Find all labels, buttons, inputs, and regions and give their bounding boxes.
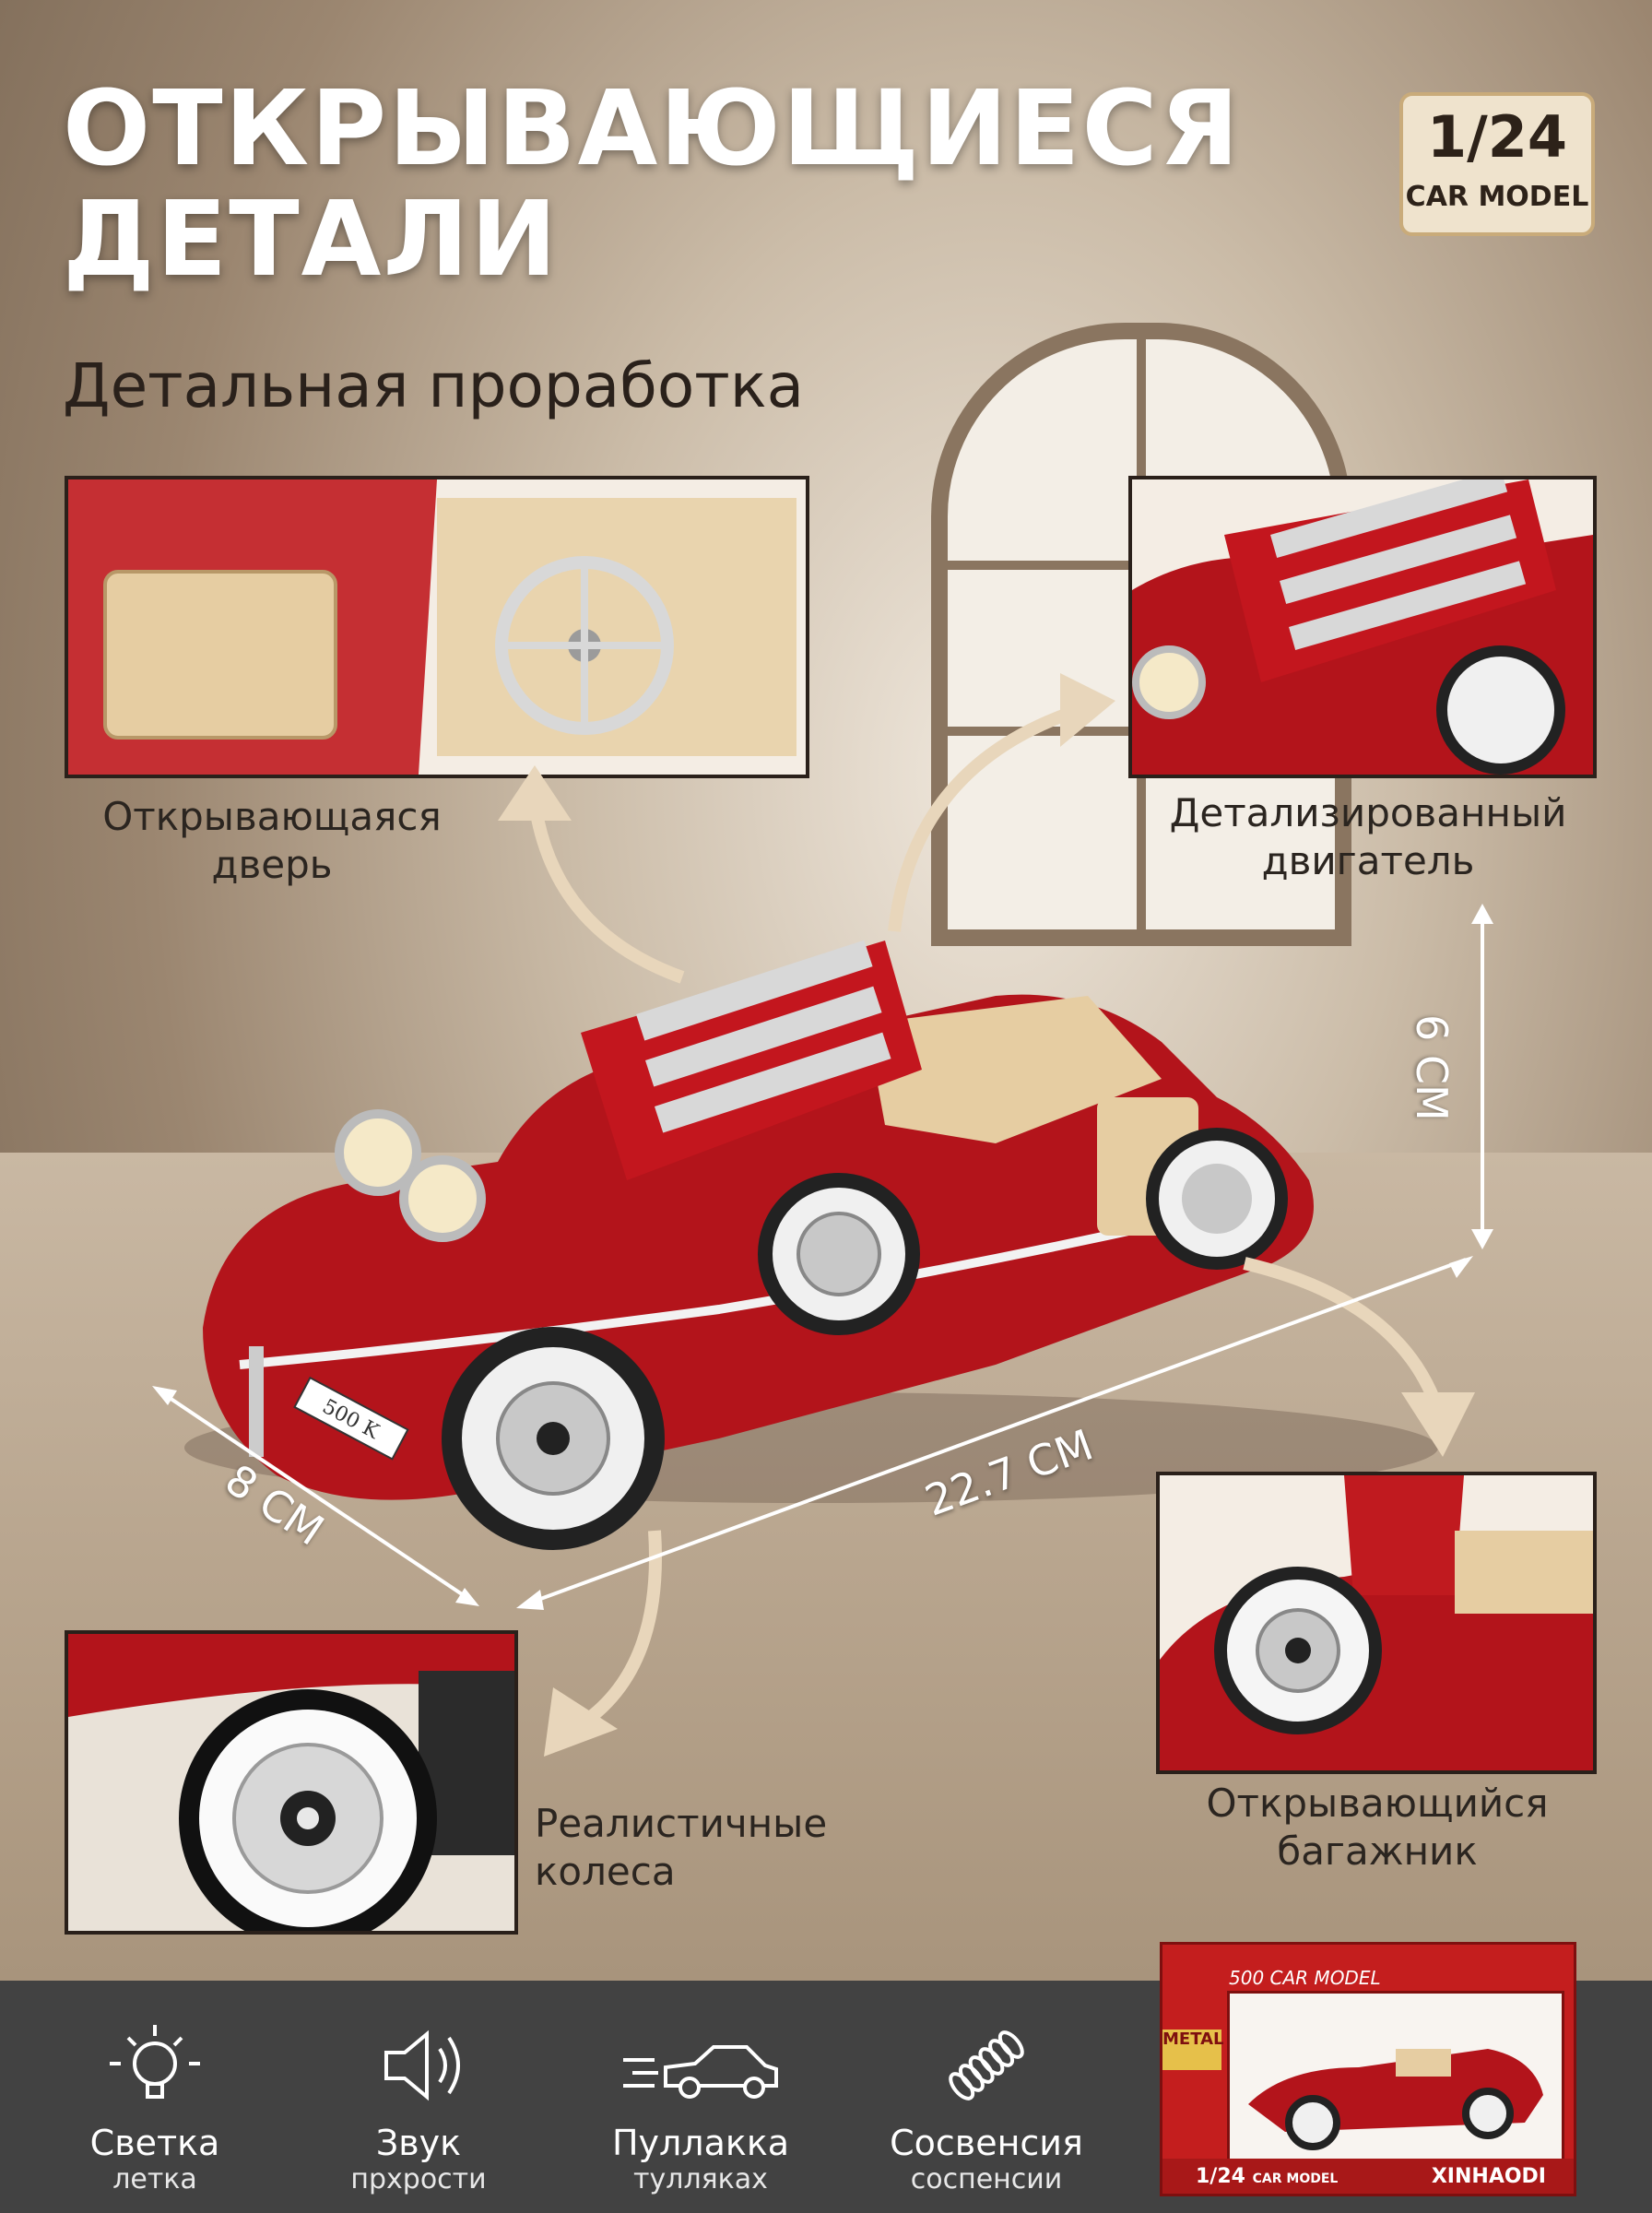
photo-wheel bbox=[65, 1630, 518, 1935]
caption-wheels-line1: Реалистичные bbox=[535, 1801, 828, 1846]
arrow-engine bbox=[888, 673, 1115, 932]
spring-icon bbox=[885, 2019, 1088, 2112]
photo-door bbox=[65, 476, 809, 778]
height-dimension: 6 CM bbox=[1407, 1014, 1457, 1121]
scale-value: 1/24 bbox=[1426, 103, 1568, 171]
headlight-right bbox=[399, 1155, 486, 1242]
arrow-door bbox=[498, 765, 685, 984]
package-box: 500 CAR MODEL METAL 1/24 CAR MODEL XINHA… bbox=[1160, 1942, 1576, 2196]
feature-sound: Звук прхрости bbox=[317, 2019, 520, 2196]
feature-light: Светка летка bbox=[53, 2019, 256, 2196]
page-title: ОТКРЫВАЮЩИЕСЯ ДЕТАЛИ bbox=[63, 74, 1353, 295]
caption-wheels: Реалистичные колеса bbox=[535, 1800, 867, 1896]
caption-trunk: Открывающийся багажник bbox=[1156, 1780, 1599, 1876]
caption-engine-line1: Детализированный bbox=[1169, 790, 1567, 835]
car-interior bbox=[867, 996, 1162, 1143]
car-illustration: 500 K bbox=[184, 940, 1438, 1550]
feature-light-label: Светка bbox=[89, 2123, 220, 2163]
title-line-2: ДЕТАЛИ bbox=[63, 180, 560, 300]
package-footer: 1/24 CAR MODEL XINHAODI bbox=[1162, 2159, 1574, 2194]
caption-trunk-line1: Открывающийся bbox=[1206, 1781, 1549, 1826]
lightbulb-icon bbox=[53, 2019, 256, 2112]
scale-label: CAR MODEL bbox=[1405, 181, 1589, 213]
feature-suspension-label: Сосвенсия bbox=[890, 2123, 1083, 2163]
feature-sound-label: Звук bbox=[375, 2123, 462, 2163]
scale-badge: 1/24 CAR MODEL bbox=[1399, 92, 1595, 236]
arrow-trunk bbox=[1243, 1257, 1475, 1457]
page-subtitle: Детальная проработка bbox=[63, 350, 805, 421]
feature-pullback: Пуллакка тулляках bbox=[599, 2019, 802, 2196]
feature-suspension: Сосвенсия соспенсии bbox=[885, 2019, 1088, 2196]
pullback-car-icon bbox=[599, 2019, 802, 2112]
package-window bbox=[1227, 1991, 1564, 2162]
caption-trunk-line2: багажник bbox=[1277, 1828, 1478, 1874]
package-brand: XINHAODI bbox=[1431, 2165, 1546, 2188]
package-scale-label: CAR MODEL bbox=[1252, 2172, 1339, 2186]
headlight-left bbox=[335, 1109, 421, 1196]
caption-door-line2: дверь bbox=[211, 842, 333, 887]
arrow-wheels bbox=[544, 1530, 662, 1757]
speaker-icon bbox=[317, 2019, 520, 2112]
feature-suspension-sublabel: соспенсии bbox=[910, 2163, 1063, 2195]
photo-engine bbox=[1128, 476, 1597, 778]
package-title: 500 CAR MODEL bbox=[1229, 1967, 1381, 1989]
feature-light-sublabel: летка bbox=[112, 2163, 197, 2195]
caption-engine-line2: двигатель bbox=[1261, 838, 1475, 883]
caption-door-line1: Открывающаяся bbox=[102, 794, 442, 839]
package-metal-label: METAL bbox=[1162, 2030, 1224, 2070]
feature-pullback-label: Пуллакка bbox=[611, 2123, 790, 2163]
package-scale: 1/24 CAR MODEL bbox=[1196, 2165, 1338, 2188]
caption-engine: Детализированный двигатель bbox=[1147, 789, 1589, 885]
title-line-1: ОТКРЫВАЮЩИЕСЯ bbox=[63, 69, 1241, 189]
package-scale-value: 1/24 bbox=[1196, 2165, 1245, 2188]
photo-trunk bbox=[1156, 1472, 1597, 1774]
feature-sound-sublabel: прхрости bbox=[350, 2163, 487, 2195]
caption-door: Открывающаяся дверь bbox=[65, 793, 479, 889]
feature-pullback-sublabel: тулляках bbox=[633, 2163, 768, 2195]
caption-wheels-line2: колеса bbox=[535, 1849, 676, 1894]
